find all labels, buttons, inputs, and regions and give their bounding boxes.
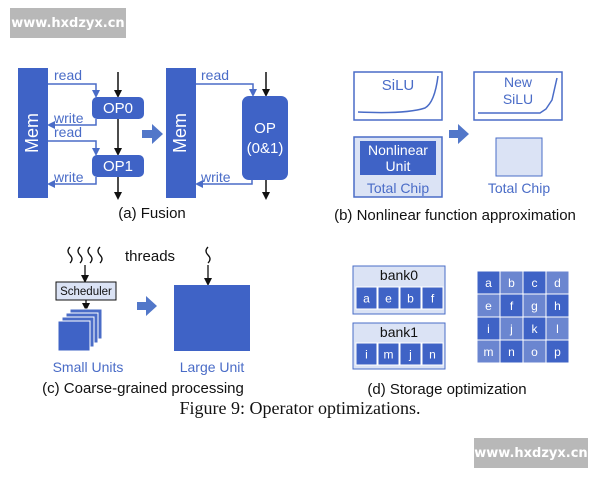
new-silu-box (473, 71, 563, 121)
large-unit-box (174, 285, 250, 351)
read-arrow-op1 (48, 140, 100, 156)
op0-label: OP0 (103, 100, 133, 117)
bank0-cell: a (363, 292, 370, 306)
bank1-cell: i (365, 348, 368, 362)
panel-coarse: threads Scheduler Small Units Large Unit… (42, 246, 250, 397)
bank1-cell-bg (421, 342, 444, 366)
read-label-1: read (54, 67, 82, 83)
grid-cell: m (484, 345, 494, 359)
write-arrow-op0 (47, 119, 97, 129)
grid-cell: n (508, 345, 515, 359)
watermark-bottom: www.hxdzyx.cn (474, 438, 588, 468)
small-units-stack (57, 308, 103, 352)
mem-bar-right (166, 68, 196, 198)
mem-label-left: Mem (22, 113, 42, 153)
caption-storage: (d) Storage optimization (367, 381, 526, 398)
bank1-label: bank1 (380, 324, 418, 340)
mem-label-right: Mem (170, 113, 190, 153)
silu-label: SiLU (382, 77, 415, 94)
silu-curve (357, 75, 439, 114)
panel-nonlinear: SiLU Nonlinear Unit Total Chip New SiLU … (334, 71, 576, 224)
op1-label: OP1 (103, 158, 133, 175)
nonlinear-line2: Unit (386, 158, 411, 174)
grid-cell: j (509, 322, 513, 336)
bank0-cell-bg (399, 286, 422, 310)
read-arrow-op0 (48, 83, 100, 98)
fused-op-line2: (0&1) (247, 140, 284, 157)
panel-fusion: Mem read OP0 write read OP1 write Mem r (18, 67, 288, 222)
grid-cell: o (531, 345, 538, 359)
thread-single-icon (205, 246, 211, 264)
grid-cell: g (531, 299, 538, 313)
write-label-2: write (53, 169, 84, 185)
write-label-3: write (200, 169, 231, 185)
grid-cell: p (554, 345, 561, 359)
grid-cell: d (554, 276, 561, 290)
write-arrow-fused (195, 180, 253, 188)
bank1-cell-bg (355, 342, 378, 366)
grid-cell: c (532, 276, 538, 290)
fusion-transform-arrow (142, 124, 163, 144)
bank1-cell: j (408, 348, 412, 362)
watermark-top: www.hxdzyx.cn (10, 8, 126, 38)
scheduler-label: Scheduler (60, 286, 112, 298)
new-silu-line2: SiLU (503, 91, 533, 107)
total-chip-label-left: Total Chip (367, 180, 429, 196)
grid-cell: k (532, 322, 539, 336)
nonlinear-line1: Nonlinear (368, 142, 428, 158)
bank1-cell-bg (399, 342, 422, 366)
bank1-cell-bg (377, 342, 400, 366)
total-chip-right (495, 137, 543, 177)
bank0-label: bank0 (380, 267, 418, 283)
grid-cell: e (485, 299, 492, 313)
grid-cell: l (556, 322, 559, 336)
bank1-cell: m (384, 348, 394, 362)
bank0-cell: f (431, 292, 435, 306)
read-arrow-fused (196, 83, 257, 97)
op0-box (92, 97, 144, 119)
coarse-transform-arrow (137, 296, 157, 316)
grid-cell: f (510, 299, 514, 313)
read-label-2: read (54, 124, 82, 140)
grid-cell: a (485, 276, 492, 290)
read-label-3: read (201, 67, 229, 83)
fused-op-box (242, 96, 288, 180)
bank0-cell-bg (377, 286, 400, 310)
grid-cell-bg (545, 339, 570, 364)
threads-label: threads (125, 248, 175, 265)
bank0-cell-bg (421, 286, 444, 310)
new-silu-curve (478, 77, 558, 114)
fused-op-line1: OP (254, 120, 276, 137)
op1-box (92, 155, 144, 177)
figure-caption: Figure 9: Operator optimizations. (179, 398, 421, 418)
bank1-cell: n (429, 348, 436, 362)
grid-cell: i (487, 322, 490, 336)
caption-coarse: (c) Coarse-grained processing (42, 380, 244, 397)
small-units-label: Small Units (53, 359, 124, 375)
grid-cell: b (508, 276, 515, 290)
total-chip-label-right: Total Chip (488, 180, 550, 196)
large-unit-label: Large Unit (180, 359, 245, 375)
new-silu-line1: New (504, 74, 533, 90)
mem-bar-left (18, 68, 48, 198)
bank0-cell-bg (355, 286, 378, 310)
bank0-cell: b (407, 292, 414, 306)
write-label-1: write (53, 110, 84, 126)
bank0-cell: e (385, 292, 392, 306)
threads-icon (67, 246, 103, 264)
caption-nonlinear: (b) Nonlinear function approximation (334, 207, 576, 224)
nonlinear-unit-box (360, 141, 436, 175)
write-arrow-op1 (47, 177, 97, 188)
nonlinear-transform-arrow (449, 124, 469, 144)
grid-cell: h (554, 299, 561, 313)
caption-fusion: (a) Fusion (118, 205, 186, 222)
